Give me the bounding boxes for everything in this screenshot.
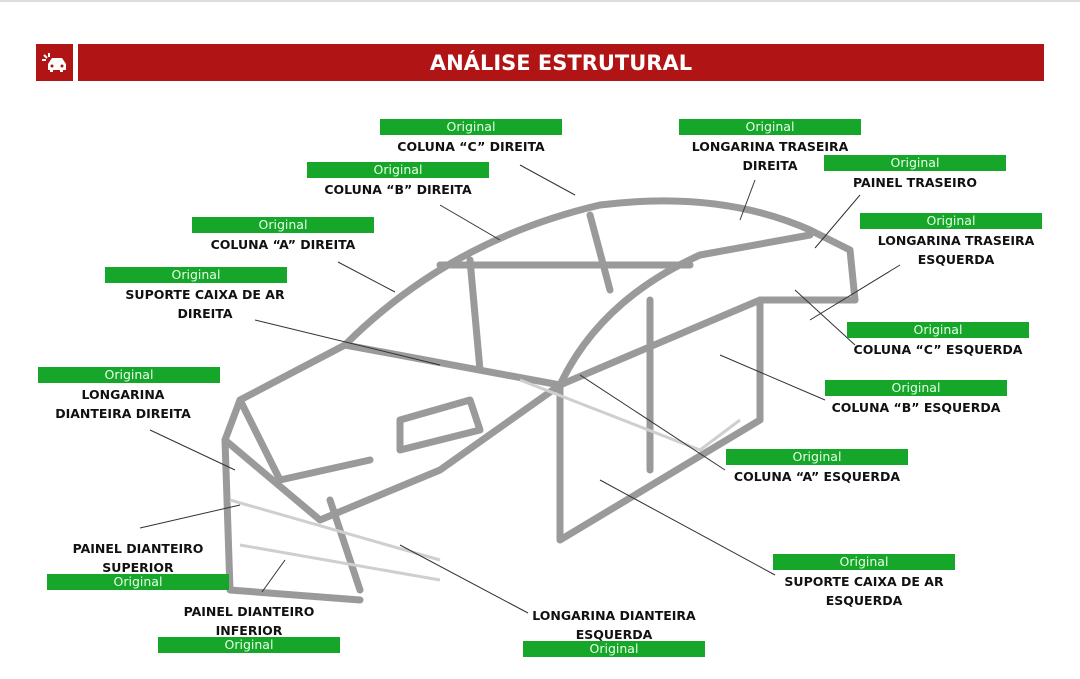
component-label: PAINEL TRASEIRO xyxy=(853,175,977,190)
component-label: COLUNA “A” DIREITA xyxy=(210,237,356,252)
status-badge: Original xyxy=(38,367,220,383)
page-title: ANÁLISE ESTRUTURAL xyxy=(78,44,1044,81)
component-label: PAINEL DIANTEIRO xyxy=(183,604,315,619)
status-badge: Original xyxy=(307,162,489,178)
component-label-line2: DIREITA xyxy=(742,157,798,173)
component-label-line2: DIANTEIRA DIREITA xyxy=(55,405,191,421)
leader-lines xyxy=(139,164,901,614)
component-label: COLUNA “B” DIREITA xyxy=(324,182,472,197)
component-label-line2: ESQUERDA xyxy=(825,592,903,608)
component-label: SUPORTE CAIXA DE AR xyxy=(125,287,285,302)
component-label: SUPORTE CAIXA DE AR xyxy=(784,574,944,589)
status-badge: Original xyxy=(105,267,287,283)
component-label: COLUNA “C” DIREITA xyxy=(397,139,545,154)
car-crash-icon xyxy=(36,44,73,81)
status-badge: Original xyxy=(825,380,1007,396)
component-label-line2: SUPERIOR xyxy=(102,559,174,575)
component-label: LONGARINA TRASEIRA xyxy=(691,139,849,154)
status-badge: Original xyxy=(192,217,374,233)
status-badge: Original xyxy=(773,554,955,570)
status-badge: Original xyxy=(47,574,229,590)
status-badge: Original xyxy=(824,155,1006,171)
component-label: LONGARINA TRASEIRA xyxy=(877,233,1035,248)
component-label-line2: ESQUERDA xyxy=(575,626,653,642)
status-badge: Original xyxy=(158,637,340,653)
component-label: PAINEL DIANTEIRO xyxy=(72,541,204,556)
component-label-line2: DIREITA xyxy=(177,305,233,321)
status-badge: Original xyxy=(523,641,705,657)
component-label: LONGARINA xyxy=(81,387,165,402)
component-label: COLUNA “C” ESQUERDA xyxy=(853,342,1023,357)
status-badge: Original xyxy=(679,119,861,135)
component-label: COLUNA “B” ESQUERDA xyxy=(831,400,1001,415)
component-label-line2: ESQUERDA xyxy=(917,251,995,267)
component-label-line2: INFERIOR xyxy=(215,622,283,638)
top-divider xyxy=(0,0,1080,2)
status-badge: Original xyxy=(380,119,562,135)
component-label: LONGARINA DIANTEIRA xyxy=(532,608,696,623)
status-badge: Original xyxy=(847,322,1029,338)
status-badge: Original xyxy=(860,213,1042,229)
status-badge: Original xyxy=(726,449,908,465)
component-label: COLUNA “A” ESQUERDA xyxy=(733,469,901,484)
